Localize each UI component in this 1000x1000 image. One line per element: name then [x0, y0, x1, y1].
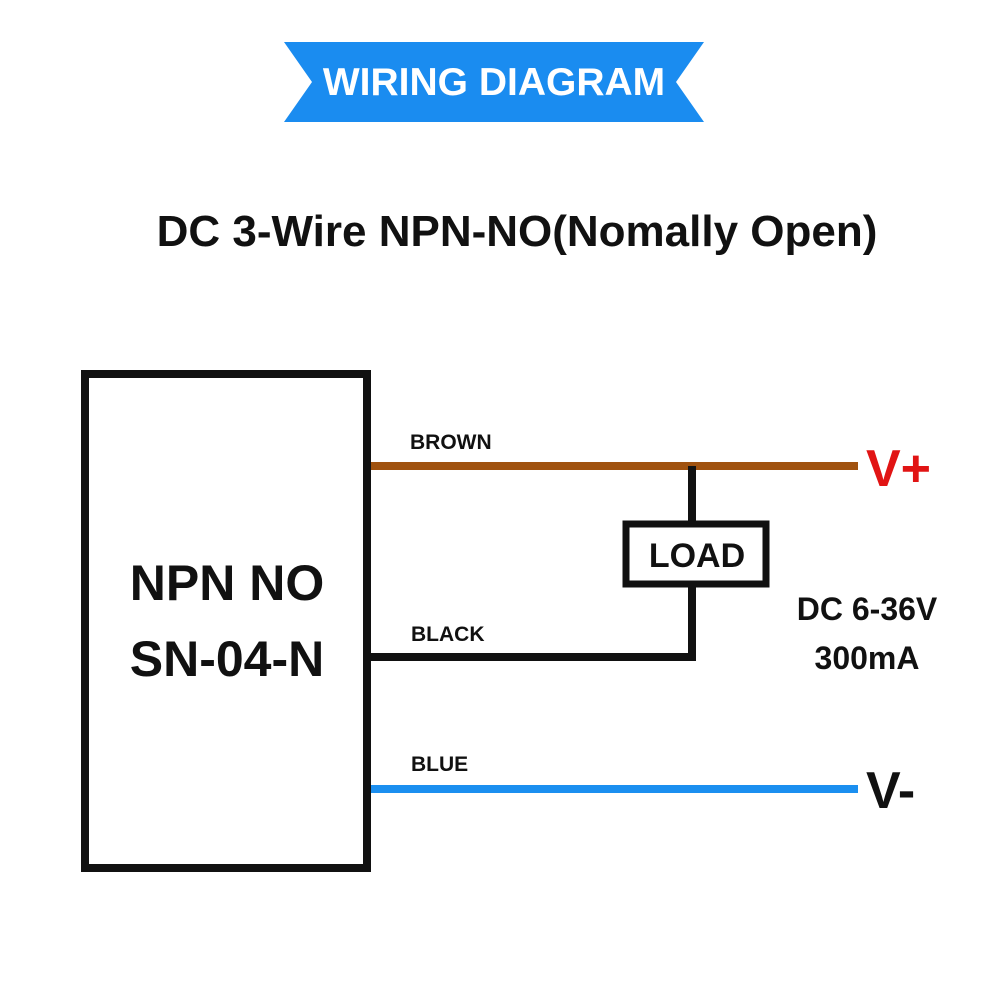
load-box: LOAD — [622, 520, 770, 588]
supply-current: 300mA — [815, 640, 920, 676]
banner-title: WIRING DIAGRAM — [323, 61, 665, 104]
sensor-box: NPN NO SN-04-N — [81, 370, 371, 872]
diagram-title: DC 3-Wire NPN-NO(Nomally Open) — [157, 207, 878, 256]
load-label: LOAD — [649, 537, 745, 575]
black-wire-label: BLACK — [411, 623, 485, 646]
black-wire: BLACK — [371, 584, 696, 661]
sensor-outline — [81, 370, 371, 872]
brown-wire: BROWN — [371, 431, 858, 470]
banner: WIRING DIAGRAM — [284, 42, 704, 122]
brown-wire-label: BROWN — [410, 431, 492, 454]
sensor-model-label: SN-04-N — [130, 631, 324, 687]
banner-ribbon — [284, 42, 704, 122]
load-outline — [622, 520, 770, 588]
terminal-positive: V+ — [866, 440, 931, 498]
supply-voltage: DC 6-36V — [797, 591, 938, 627]
black-wire-line — [371, 584, 696, 661]
terminal-negative: V- — [866, 762, 915, 820]
blue-wire-label: BLUE — [411, 753, 468, 776]
blue-wire: BLUE — [371, 753, 858, 793]
sensor-type-label: NPN NO — [130, 555, 324, 611]
